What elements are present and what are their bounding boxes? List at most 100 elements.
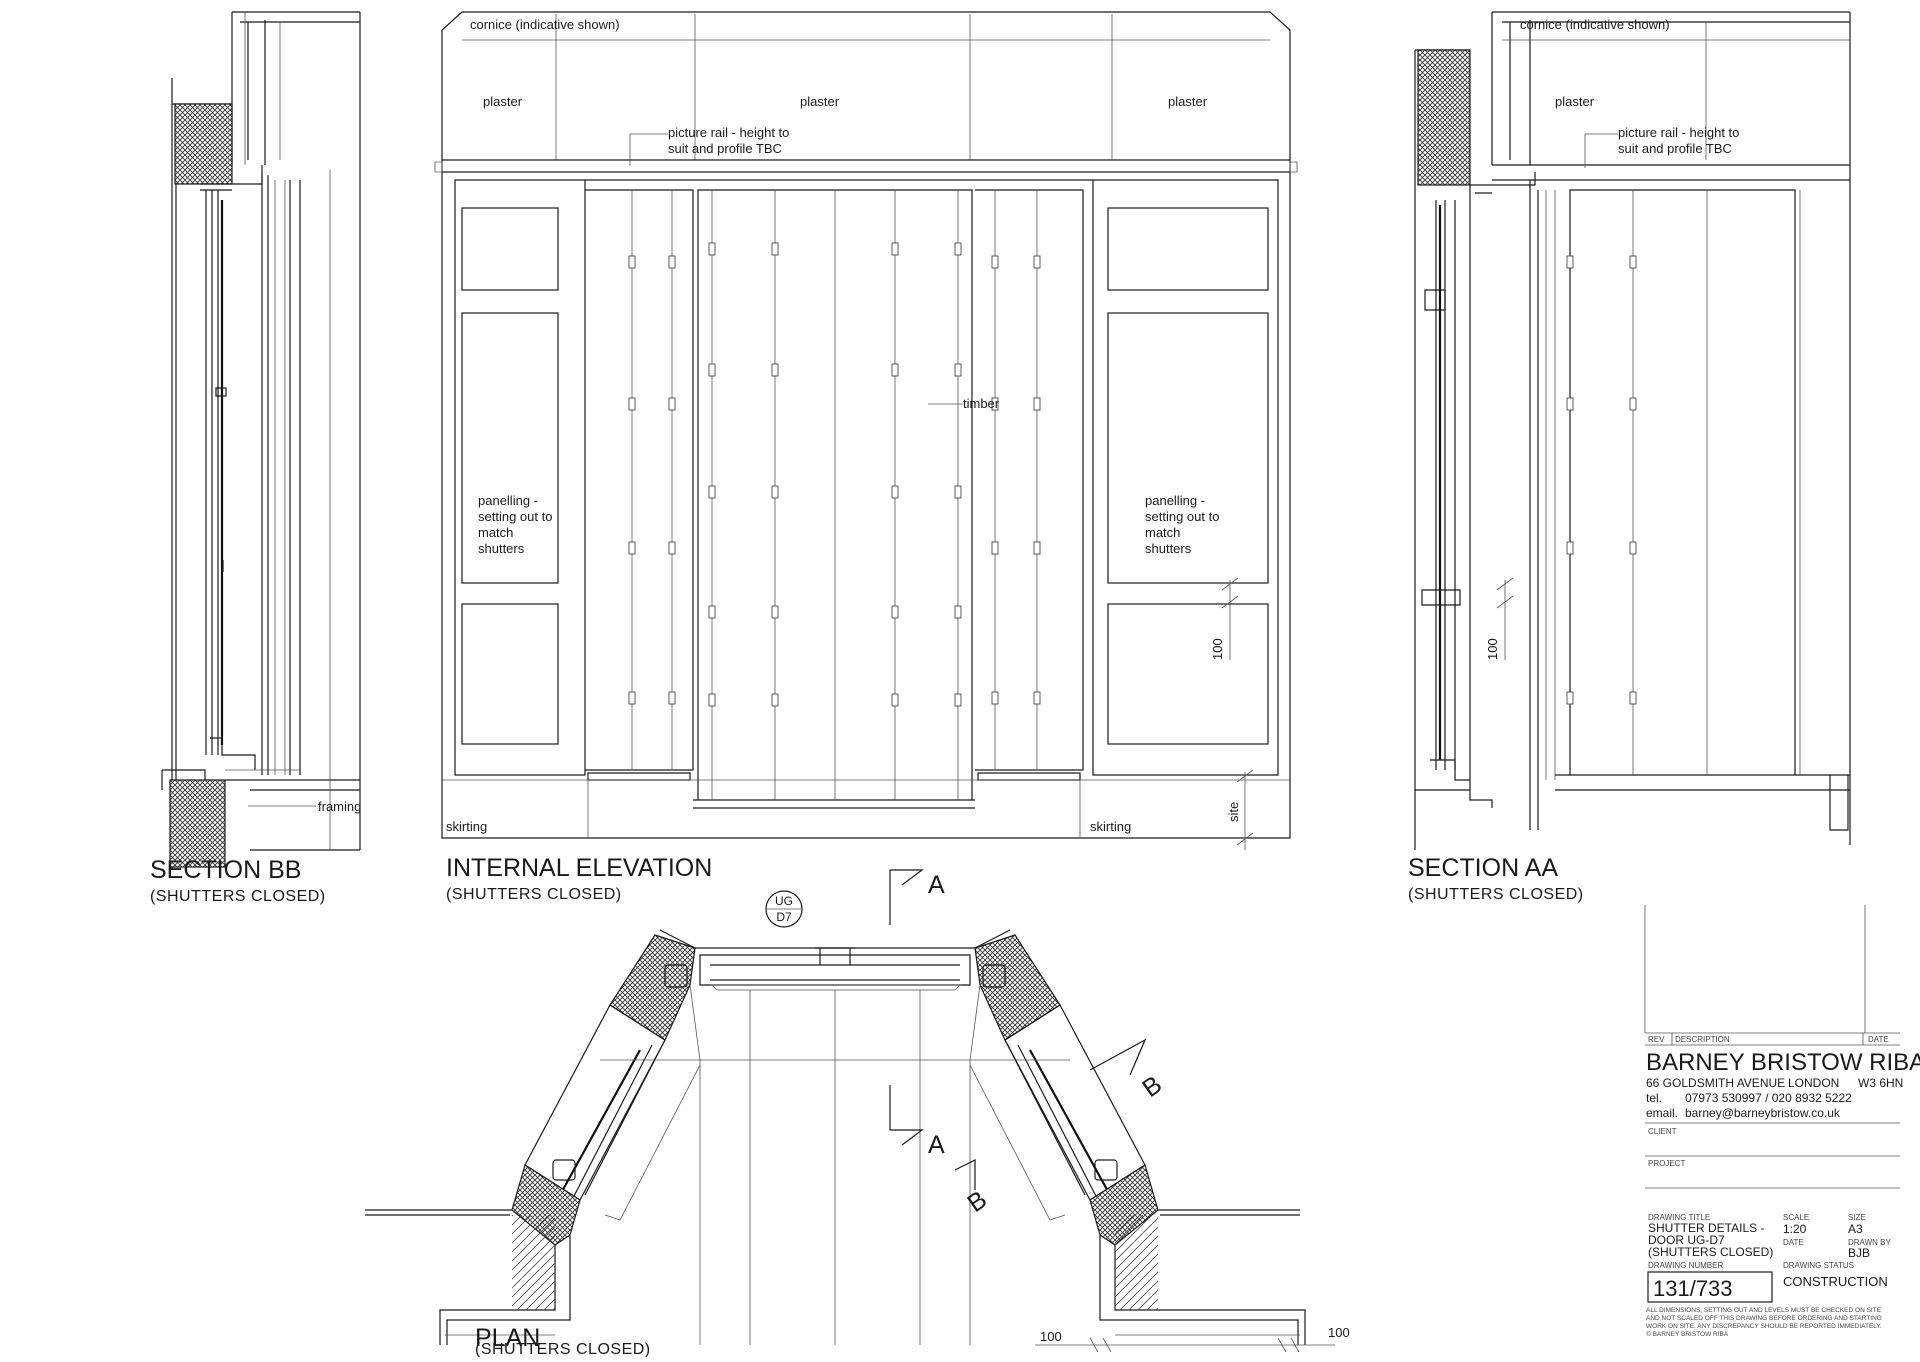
elevation-dim-100: 100: [1210, 638, 1225, 660]
shutter-hinge: [954, 485, 962, 499]
tb-drawing-title-1: SHUTTER DETAILS -: [1648, 1221, 1764, 1235]
section-aa-hinge: [1629, 691, 1637, 705]
tb-firm-name: BARNEY BRISTOW RIBA: [1646, 1049, 1920, 1076]
shutter-hinge: [991, 691, 999, 705]
section-aa-dimension: [1496, 577, 1514, 660]
tb-disclaimer-3: WORK ON SITE. ANY DISCREPANCY SHOULD BE …: [1646, 1323, 1882, 1330]
shutter-hinge: [954, 693, 962, 707]
tb-city: LONDON: [1788, 1076, 1839, 1090]
shutter-hinge: [891, 605, 899, 619]
plan: UG D7: [365, 869, 1350, 1353]
elevation-panel-left-3: [461, 603, 559, 745]
section-aa-hinge: [1629, 397, 1637, 411]
plan-dimensions: [1035, 1337, 1335, 1353]
shutter-hinge: [708, 363, 716, 377]
plan-floor-lines: [600, 990, 1070, 1345]
plan-tag-line1: UG: [775, 894, 793, 908]
elevation-panel-right-2: [1107, 312, 1269, 584]
elevation-cornice: [434, 11, 1298, 839]
plan-wall-left-upper: [609, 934, 696, 1041]
elevation-note-picture-rail-2: suit and profile TBC: [668, 141, 782, 156]
tb-drawn-by: BJB: [1848, 1246, 1870, 1260]
section-bb-note-framing: framing: [318, 799, 361, 814]
elevation-note-cornice: cornice (indicative shown): [470, 17, 620, 32]
plan-subtitle: (SHUTTERS CLOSED): [475, 1341, 651, 1357]
tb-postcode: W3 6HN: [1858, 1076, 1903, 1090]
elevation-note-panelling-left-4: shutters: [478, 541, 525, 556]
tb-project-label: PROJECT: [1648, 1159, 1685, 1168]
plan-section-b-top: [1089, 1038, 1147, 1076]
shutter-hinge: [991, 255, 999, 269]
shutter-hinge: [1033, 691, 1041, 705]
tb-drawing-status-label: DRAWING STATUS: [1783, 1261, 1854, 1270]
shutter-hinge: [708, 485, 716, 499]
shutter-hinge: [891, 693, 899, 707]
shutter-hinge: [628, 691, 636, 705]
section-aa-hinge: [1566, 397, 1574, 411]
elevation-hinges: [628, 242, 1041, 707]
tb-email: barney@barneybristow.co.uk: [1685, 1106, 1841, 1120]
tb-drawing-title-3: (SHUTTERS CLOSED): [1648, 1245, 1773, 1259]
elevation-panel-right-1: [1107, 207, 1269, 291]
section-aa-hinge: [1629, 255, 1637, 269]
plan-section-a-top: [889, 869, 924, 925]
shutter-hinge: [954, 605, 962, 619]
section-aa-note-picture-rail-1: picture rail - height to: [1618, 125, 1739, 140]
plan-right-reveal: [969, 934, 1306, 1345]
section-aa-hinge: [1566, 541, 1574, 555]
tb-size-label: SIZE: [1848, 1213, 1866, 1222]
elevation-note-panelling-left-1: panelling -: [478, 493, 538, 508]
shutter-hinge: [708, 605, 716, 619]
elevation-note-picture-rail-1: picture rail - height to: [668, 125, 789, 140]
plan-window-head: [659, 929, 1011, 991]
shutter-hinge: [668, 255, 676, 269]
plan-section-markers: [889, 869, 1147, 1190]
elevation-panel-left-1: [461, 207, 559, 291]
section-aa-picture-rail-leader: [1584, 133, 1618, 168]
shutter-hinge: [891, 485, 899, 499]
tb-tel-label: tel.: [1646, 1091, 1662, 1105]
internal-elevation: cornice (indicative shown) plaster plast…: [434, 11, 1298, 903]
section-bb: framing SECTION BB (SHUTTERS CLOSED): [150, 11, 361, 905]
plan-wall-right-upper: [974, 934, 1061, 1041]
shutter-hinge: [628, 541, 636, 555]
section-aa-hinge: [1566, 255, 1574, 269]
elevation-subtitle: (SHUTTERS CLOSED): [446, 886, 622, 903]
shutter-hinge: [708, 242, 716, 256]
plan-section-a-top-label: A: [928, 871, 945, 899]
section-aa-hinge: [1566, 691, 1574, 705]
elevation-panel-left-2: [461, 312, 559, 584]
elevation-panel-right-3: [1107, 603, 1269, 745]
shutter-hinge: [954, 242, 962, 256]
section-bb-title: SECTION BB: [150, 856, 301, 884]
section-bb-wall-bottom: [169, 779, 226, 868]
plan-section-b-top-label: B: [1137, 1070, 1167, 1103]
tb-tel: 07973 530997 / 020 8932 5222: [1685, 1091, 1852, 1105]
shutter-hinge: [628, 255, 636, 269]
elevation-note-panelling-left-2: setting out to: [478, 509, 552, 524]
section-aa-note-picture-rail-2: suit and profile TBC: [1618, 141, 1732, 156]
tb-description-label: DESCRIPTION: [1675, 1035, 1730, 1044]
elevation-note-panelling-right-3: match: [1145, 525, 1180, 540]
tb-disclaimer-2: AND NOT SCALED OFF THIS DRAWING BEFORE O…: [1646, 1315, 1882, 1322]
elevation-title: INTERNAL ELEVATION: [446, 854, 712, 882]
tb-drawing-title-2: DOOR UG-D7: [1648, 1233, 1725, 1247]
tb-drawing-status: CONSTRUCTION: [1783, 1274, 1888, 1289]
tb-drawn-by-label: DRAWN BY: [1848, 1238, 1891, 1247]
plan-tag: [765, 890, 803, 928]
section-bb-wall-top: [174, 103, 233, 185]
section-aa: cornice (indicative shown) plaster pictu…: [1408, 11, 1851, 903]
elevation-note-plaster-left: plaster: [483, 94, 523, 109]
tb-rev-label: REV: [1648, 1035, 1665, 1044]
section-aa-subtitle: (SHUTTERS CLOSED): [1408, 886, 1584, 903]
shutter-hinge: [771, 485, 779, 499]
section-aa-dim-100: 100: [1485, 638, 1500, 660]
tb-size: A3: [1848, 1222, 1863, 1236]
plan-left-reveal: [365, 934, 701, 1345]
section-aa-title: SECTION AA: [1408, 854, 1558, 882]
shutter-hinge: [991, 541, 999, 555]
shutter-hinge: [771, 363, 779, 377]
tb-drawing-title-label: DRAWING TITLE: [1648, 1213, 1710, 1222]
section-bb-subtitle: (SHUTTERS CLOSED): [150, 888, 326, 905]
